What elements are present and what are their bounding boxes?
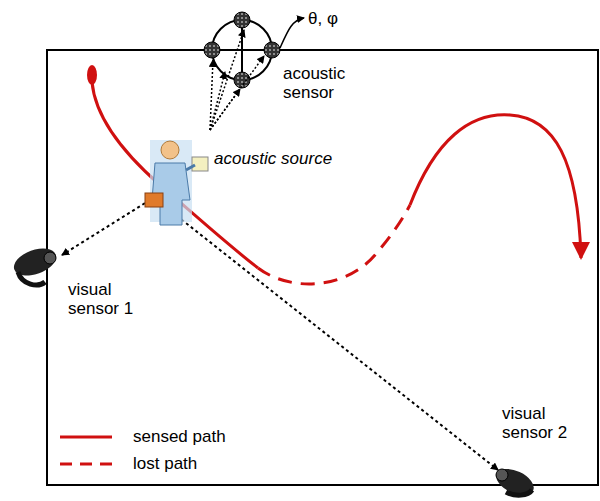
camera-icon	[492, 464, 538, 501]
lost-path	[258, 205, 410, 284]
person-figure	[145, 140, 208, 225]
camera-icon	[10, 243, 60, 285]
legend-solid-line	[60, 436, 112, 439]
legend-dashed-line	[60, 463, 112, 466]
sensor-label: acoustic sensor	[283, 64, 363, 102]
sensed-path	[92, 82, 258, 268]
sensed-path	[410, 115, 581, 258]
view-rays	[62, 200, 498, 470]
room-outline	[47, 50, 598, 485]
legend-text: sensed path	[133, 427, 226, 446]
sensor-label: visual sensor 1	[68, 280, 143, 318]
source-label: acoustic source	[214, 149, 332, 168]
legend-text: lost path	[133, 454, 197, 473]
sensor-label: visual sensor 2	[502, 404, 577, 442]
angle-label: θ, φ	[308, 9, 338, 28]
sound-rays	[210, 30, 264, 130]
